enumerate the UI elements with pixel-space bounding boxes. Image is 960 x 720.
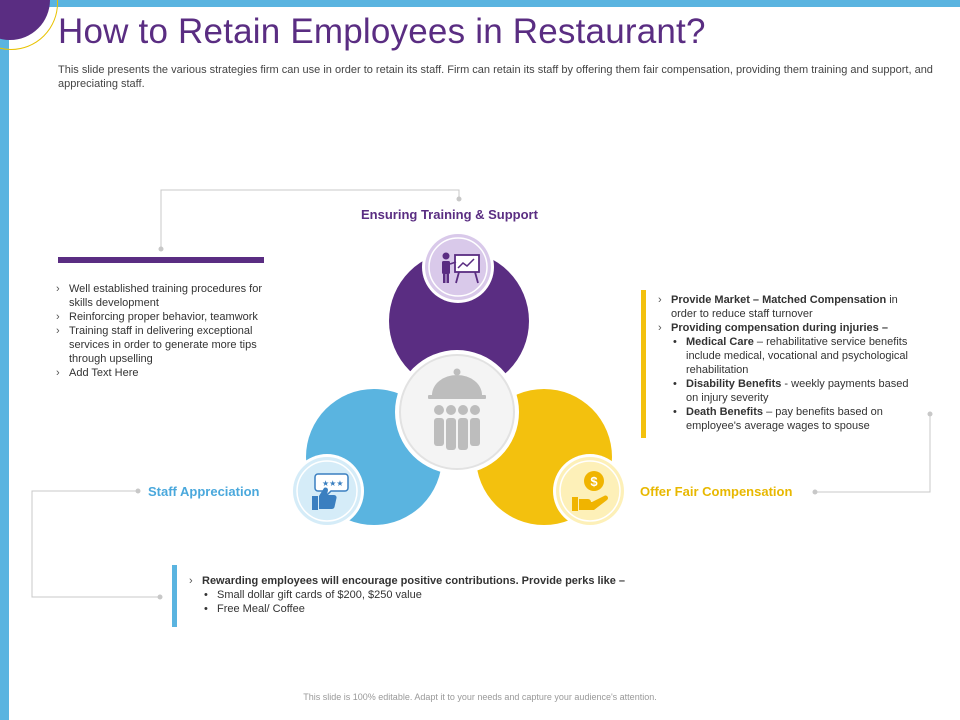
connector-dot <box>456 196 462 202</box>
restaurant-staff-cloche-icon <box>428 368 486 450</box>
training-list: Well established training procedures for… <box>56 282 271 380</box>
list-item: Add Text Here <box>56 366 271 380</box>
connector-dot <box>812 489 818 495</box>
sub-list-item: Disability Benefits - weekly payments ba… <box>671 377 913 405</box>
connector-dot <box>927 411 933 417</box>
list-item: Rewarding employees will encourage posit… <box>189 574 689 616</box>
compensation-accent-bar <box>641 290 646 438</box>
list-item: Providing compensation during injuries –… <box>658 321 913 433</box>
connector-dot <box>135 488 141 494</box>
svg-text:$: $ <box>590 474 598 489</box>
appreciation-label: Staff Appreciation <box>148 484 260 499</box>
list-item: Provide Market – Matched Compensation in… <box>658 293 913 321</box>
compensation-label: Offer Fair Compensation <box>640 484 793 499</box>
left-accent-bar <box>0 0 9 720</box>
training-label: Ensuring Training & Support <box>361 207 538 222</box>
connector-dot <box>157 594 163 600</box>
compensation-icon-badge <box>553 454 627 528</box>
page-title: How to Retain Employees in Restaurant? <box>58 12 706 51</box>
training-connector <box>160 189 460 249</box>
dollar-hand-icon: $ <box>572 471 608 511</box>
presentation-board-icon <box>442 252 480 284</box>
training-circle <box>389 251 529 391</box>
connector-dot <box>158 246 164 252</box>
compensation-connector <box>815 414 931 493</box>
thumbs-up-stars-icon: ★★★ <box>312 473 349 510</box>
sub-list-item: Death Benefits – pay benefits based on e… <box>671 405 913 433</box>
appreciation-list: Rewarding employees will encourage posit… <box>189 574 689 616</box>
sub-list-item: Medical Care – rehabilitative service be… <box>671 335 913 377</box>
training-accent-bar <box>58 257 264 263</box>
page-subtitle: This slide presents the various strategi… <box>58 64 933 90</box>
sub-list-item: Small dollar gift cards of $200, $250 va… <box>202 588 689 602</box>
appreciation-accent-bar <box>172 565 177 627</box>
list-item: Well established training procedures for… <box>56 282 271 310</box>
svg-text:★★★: ★★★ <box>322 479 344 488</box>
center-circle-inner <box>399 354 515 470</box>
sub-list-item: Free Meal/ Coffee <box>202 602 689 616</box>
top-accent-bar <box>0 0 960 7</box>
list-item: Training staff in delivering exceptional… <box>56 324 271 366</box>
compensation-list: Provide Market – Matched Compensation in… <box>658 293 913 433</box>
list-item: Reinforcing proper behavior, teamwork <box>56 310 271 324</box>
footer-note: This slide is 100% editable. Adapt it to… <box>303 692 657 702</box>
appreciation-connector <box>31 490 160 598</box>
